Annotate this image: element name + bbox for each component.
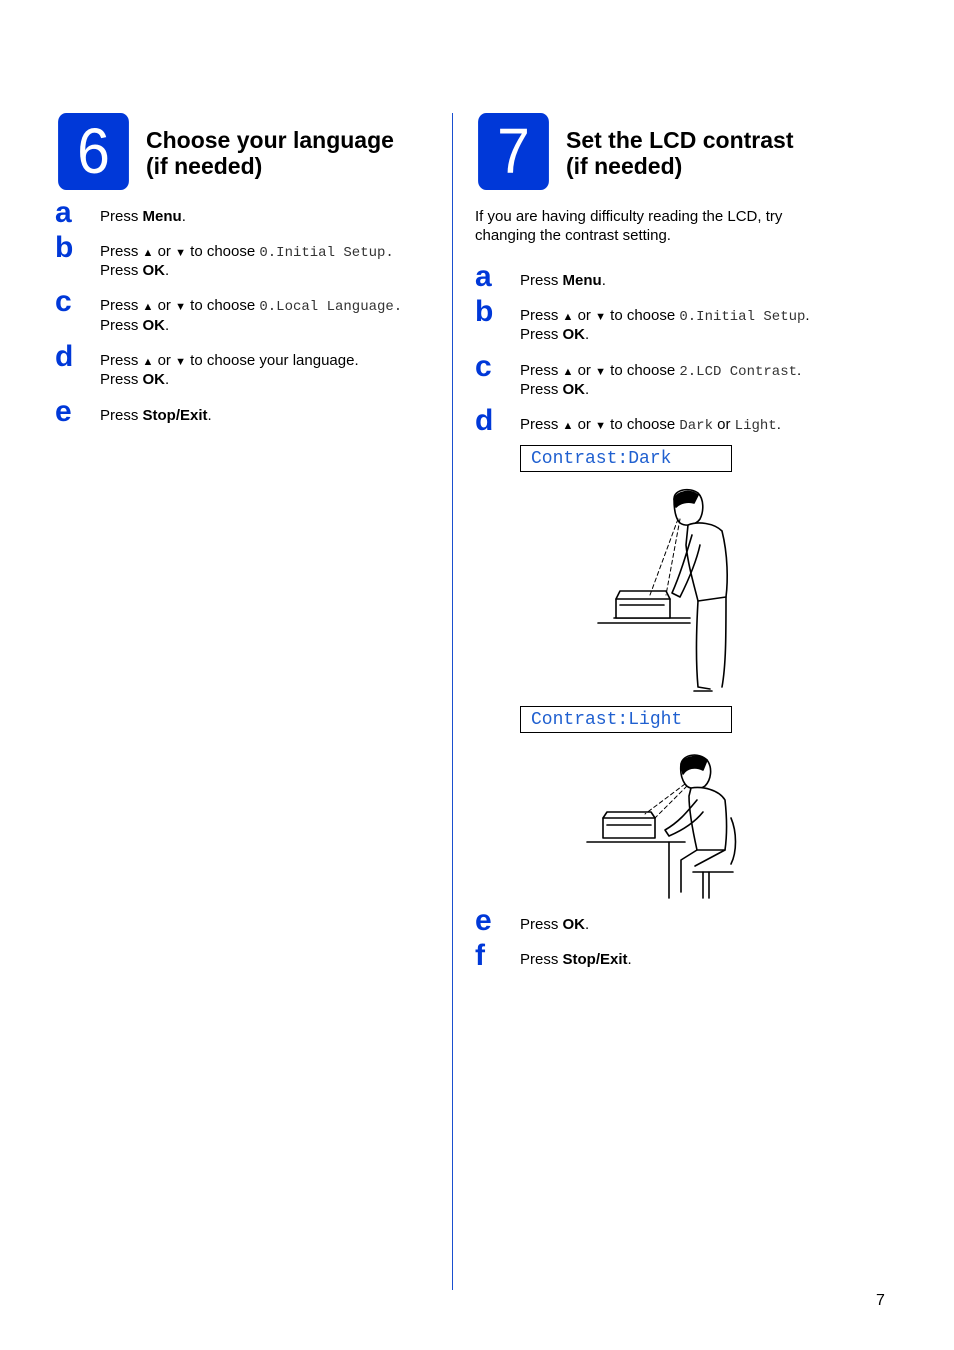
step-7a-letter: a	[475, 260, 492, 293]
lcd-display-light: Contrast:Light	[520, 706, 732, 733]
step-6c-text-2: Press OK.	[100, 317, 170, 334]
up-arrow-icon: ▲	[562, 366, 574, 378]
step-6e-text: Press Stop/Exit.	[100, 407, 212, 424]
step-6-title: Choose your language (if needed)	[146, 127, 394, 179]
step-7f-text: Press Stop/Exit.	[520, 951, 632, 968]
step-7-title-line2: (if needed)	[566, 153, 683, 179]
page-number: 7	[876, 1292, 885, 1309]
step-6b-text-2: Press OK.	[100, 262, 170, 279]
step-6a-letter: a	[55, 196, 72, 229]
up-arrow-icon: ▲	[142, 301, 154, 313]
step-6-title-line1: Choose your language	[146, 127, 394, 153]
step-7e-letter: e	[475, 904, 492, 937]
up-arrow-icon: ▲	[562, 311, 574, 323]
standing-person-illustration	[597, 488, 728, 692]
step-6c-text: Press ▲ or ▼ to choose 0.Local Language.	[100, 297, 403, 315]
step-7d-letter: d	[475, 404, 494, 437]
step-6-badge: 6	[58, 113, 129, 190]
step-6c-letter: c	[55, 285, 72, 318]
step-6d-text-2: Press OK.	[100, 371, 170, 388]
step-7-badge: 7	[478, 113, 549, 190]
step-7e-text: Press OK.	[520, 916, 590, 933]
step-7b-text-2: Press OK.	[520, 326, 590, 343]
down-arrow-icon: ▼	[175, 356, 186, 368]
step-6a-text: Press Menu.	[100, 208, 186, 225]
step-6b-letter: b	[55, 231, 74, 264]
step-7-title-line1: Set the LCD contrast	[566, 127, 794, 153]
step-7-intro: If you are having difficulty reading the…	[475, 208, 783, 244]
lcd-display-dark: Contrast:Dark	[520, 445, 732, 472]
step-7b-text: Press ▲ or ▼ to choose 0.Initial Setup.	[520, 307, 810, 325]
step-7d-text: Press ▲ or ▼ to choose Dark or Light.	[520, 416, 781, 434]
up-arrow-icon: ▲	[142, 356, 154, 368]
step-6b-text: Press ▲ or ▼ to choose 0.Initial Setup.	[100, 243, 394, 261]
step-7b-letter: b	[475, 295, 494, 328]
step-7-title: Set the LCD contrast (if needed)	[566, 127, 793, 179]
step-6d-text: Press ▲ or ▼ to choose your language.	[100, 352, 359, 369]
up-arrow-icon: ▲	[562, 420, 574, 432]
step-7c-text: Press ▲ or ▼ to choose 2.LCD Contrast.	[520, 362, 802, 380]
step-7c-text-2: Press OK.	[520, 381, 590, 398]
seated-person-illustration	[586, 754, 737, 899]
up-arrow-icon: ▲	[142, 247, 154, 259]
step-6d-letter: d	[55, 340, 74, 373]
down-arrow-icon: ▼	[595, 366, 606, 378]
step-6e-letter: e	[55, 395, 72, 428]
down-arrow-icon: ▼	[595, 311, 606, 323]
down-arrow-icon: ▼	[595, 420, 606, 432]
step-7a-text: Press Menu.	[520, 272, 606, 289]
column-divider	[452, 113, 453, 1290]
down-arrow-icon: ▼	[175, 247, 186, 259]
down-arrow-icon: ▼	[175, 301, 186, 313]
step-7c-letter: c	[475, 350, 492, 383]
step-7f-letter: f	[475, 939, 485, 972]
step-6-title-line2: (if needed)	[146, 153, 263, 179]
